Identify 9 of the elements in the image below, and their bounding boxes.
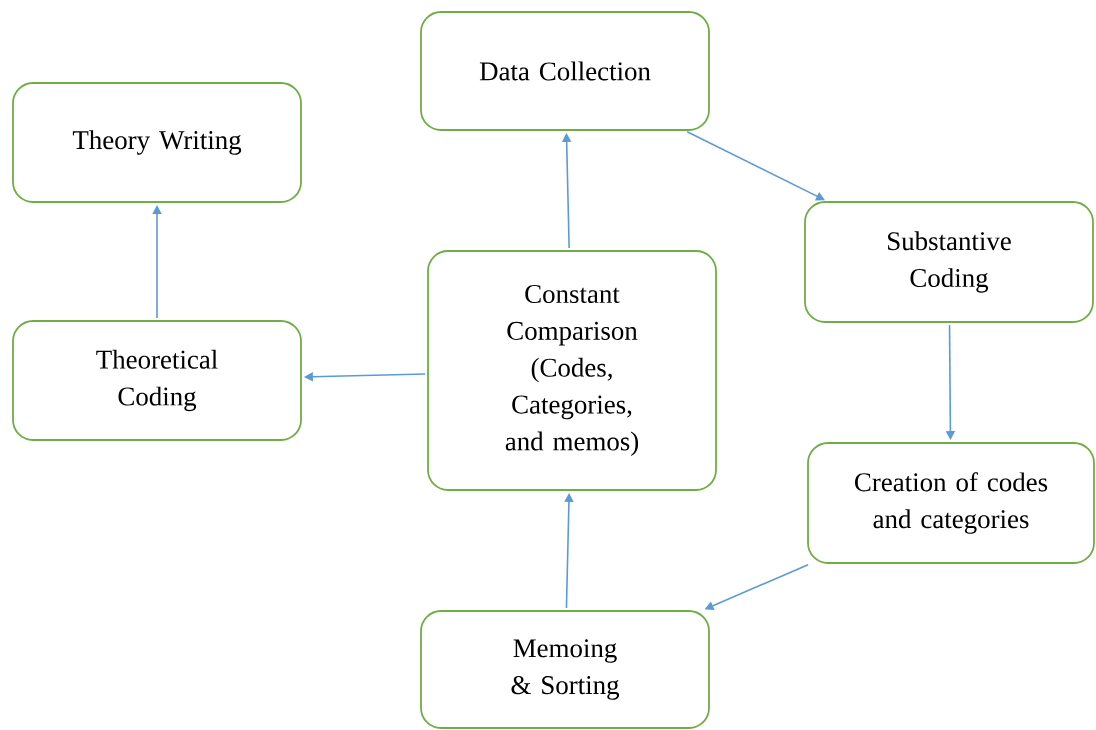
process-box: Creation of codes and categories	[807, 442, 1095, 564]
process-box: Memoing & Sorting	[420, 610, 710, 729]
process-box: Constant Comparison (Codes, Categories, and memos)	[427, 250, 717, 491]
arrow	[304, 372, 426, 382]
process-box: Data Collection	[420, 11, 710, 131]
process-box: Theoretical Coding	[12, 320, 302, 441]
arrow	[686, 131, 825, 201]
process-box: Substantive Coding	[804, 201, 1094, 323]
process-box: Theory Writing	[12, 82, 302, 203]
